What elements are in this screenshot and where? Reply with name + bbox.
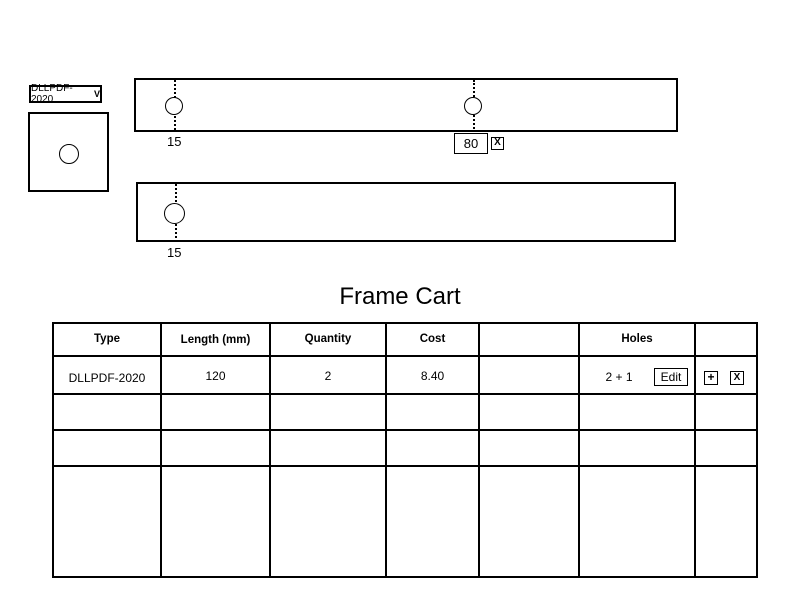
profile-preview <box>28 112 109 192</box>
beam-1-hole-1[interactable] <box>165 97 183 115</box>
header-type: Type <box>94 333 120 345</box>
column-divider <box>478 324 480 576</box>
column-divider <box>578 324 580 576</box>
column-divider <box>160 324 162 576</box>
beam-1-hole-2[interactable] <box>464 97 482 115</box>
row-cost: 8.40 <box>420 369 445 383</box>
hole-position-input[interactable]: 80 <box>454 133 488 154</box>
edit-holes-button[interactable]: Edit <box>654 368 688 386</box>
row-divider <box>54 465 756 467</box>
header-length: Length (mm) <box>180 334 251 346</box>
beam-2-hole-1-position: 15 <box>167 245 182 260</box>
row-divider <box>54 355 756 357</box>
cart-table: Type Length (mm) Quantity Cost Holes DLL… <box>52 322 758 578</box>
row-divider <box>54 393 756 395</box>
row-holes: 2 + 1 <box>605 370 633 384</box>
edit-label: Edit <box>660 370 682 384</box>
row-type: DLLPDF-2020 <box>68 371 146 385</box>
row-quantity: 2 <box>324 369 332 383</box>
beam-2-hole-1[interactable] <box>164 203 185 224</box>
profile-hole-icon <box>59 144 79 164</box>
column-divider <box>694 324 696 576</box>
profile-select-value: DLLPDF-2020 <box>31 83 73 105</box>
chevron-down-icon: V <box>93 89 100 99</box>
column-divider <box>385 324 387 576</box>
profile-select[interactable]: DLLPDF-2020 V <box>29 83 102 105</box>
hole-position-value: 80 <box>463 136 479 151</box>
row-divider <box>54 429 756 431</box>
column-divider <box>269 324 271 576</box>
beam-1[interactable] <box>134 78 678 132</box>
header-quantity: Quantity <box>304 333 352 345</box>
beam-1-hole-1-position: 15 <box>167 134 182 149</box>
header-holes: Holes <box>621 333 653 345</box>
add-item-button[interactable]: + <box>704 371 718 385</box>
cart-title: Frame Cart <box>339 283 461 310</box>
header-cost: Cost <box>419 333 446 345</box>
beam-2[interactable] <box>136 182 676 242</box>
remove-hole-button[interactable]: X <box>491 137 504 150</box>
remove-item-button[interactable]: X <box>730 371 744 385</box>
row-length: 120 <box>205 369 226 383</box>
